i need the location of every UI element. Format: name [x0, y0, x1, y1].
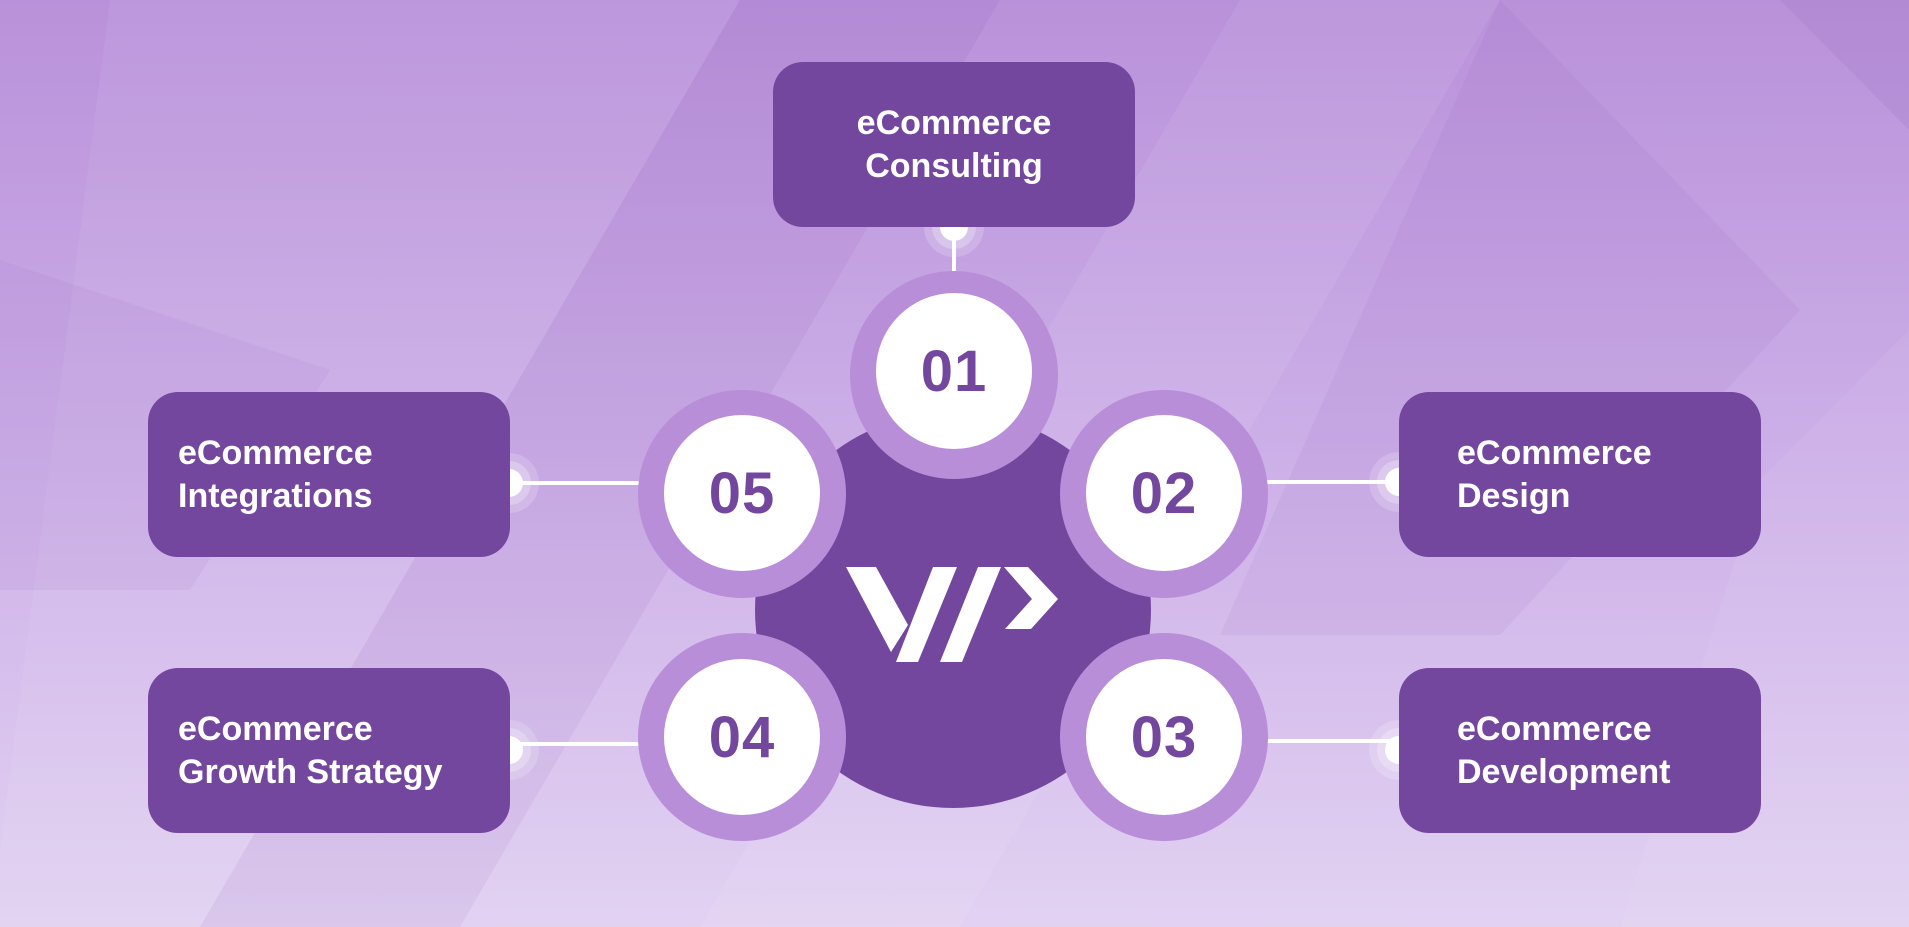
step-02-line1: eCommerce [1457, 433, 1652, 472]
step-04-line1: eCommerce [178, 709, 373, 748]
step-03-line1: eCommerce [1457, 709, 1652, 748]
step-number-04: 04 [664, 659, 820, 815]
center-disc [755, 412, 1151, 808]
step-number-02: 02 [1086, 415, 1242, 571]
step-box-02: eCommerce Design [1399, 392, 1761, 557]
step-box-04: eCommerce Growth Strategy [148, 668, 510, 833]
step-01-line2: Consulting [865, 146, 1043, 185]
step-number-03: 03 [1086, 659, 1242, 815]
step-number-01: 01 [876, 293, 1032, 449]
step-03-line2: Development [1457, 752, 1671, 791]
step-box-01: eCommerce Consulting [773, 62, 1135, 227]
step-04-line2: Growth Strategy [178, 752, 443, 791]
step-05-line2: Integrations [178, 476, 373, 515]
step-05-line1: eCommerce [178, 433, 373, 472]
step-box-05: eCommerce Integrations [148, 392, 510, 557]
step-box-03: eCommerce Development [1399, 668, 1761, 833]
vp-logo-icon [846, 567, 1058, 662]
step-02-line2: Design [1457, 476, 1571, 515]
step-01-line1: eCommerce [856, 103, 1052, 142]
step-number-05: 05 [664, 415, 820, 571]
